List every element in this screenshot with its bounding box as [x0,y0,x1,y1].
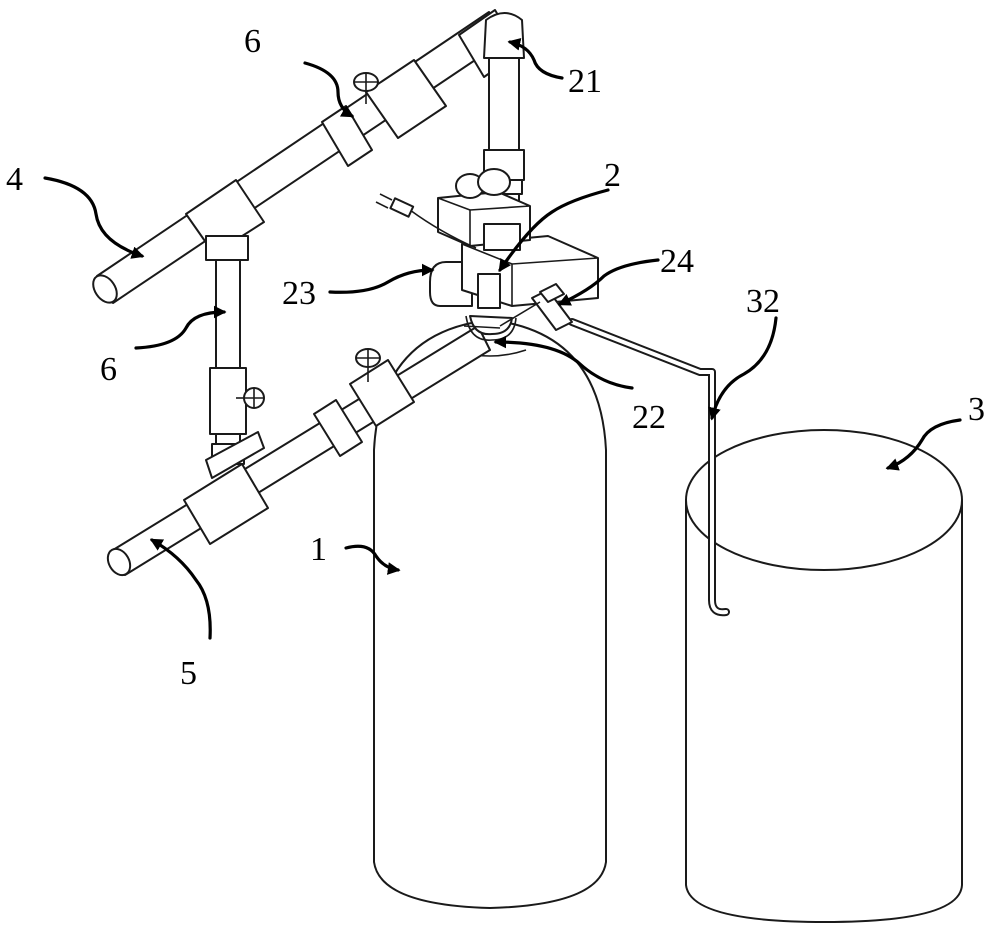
bypass-line [185,179,265,465]
label-2: 2 [604,157,621,194]
label-23: 23 [282,275,316,312]
resin-tank [373,319,607,909]
label-32: 32 [746,283,780,320]
brine-fitting [499,283,573,331]
valve-inlet [355,348,381,382]
valve-outlet [353,72,379,104]
label-3: 3 [968,391,985,428]
label-1: 1 [310,531,327,568]
valve-bypass [236,387,265,409]
label-4: 4 [6,161,23,198]
leader-arrows [43,37,962,640]
control-valve [429,168,599,341]
brine-tank [685,429,963,923]
label-22: 22 [632,399,666,436]
power-cord [375,193,477,249]
reference-labels: 21 6 4 2 24 23 32 6 22 3 1 5 [6,23,985,692]
label-21: 21 [568,63,602,100]
label-6-mid: 6 [100,351,117,388]
label-6-top: 6 [244,23,261,60]
label-5: 5 [180,655,197,692]
label-24: 24 [660,243,694,280]
inlet-pipe [106,325,491,577]
